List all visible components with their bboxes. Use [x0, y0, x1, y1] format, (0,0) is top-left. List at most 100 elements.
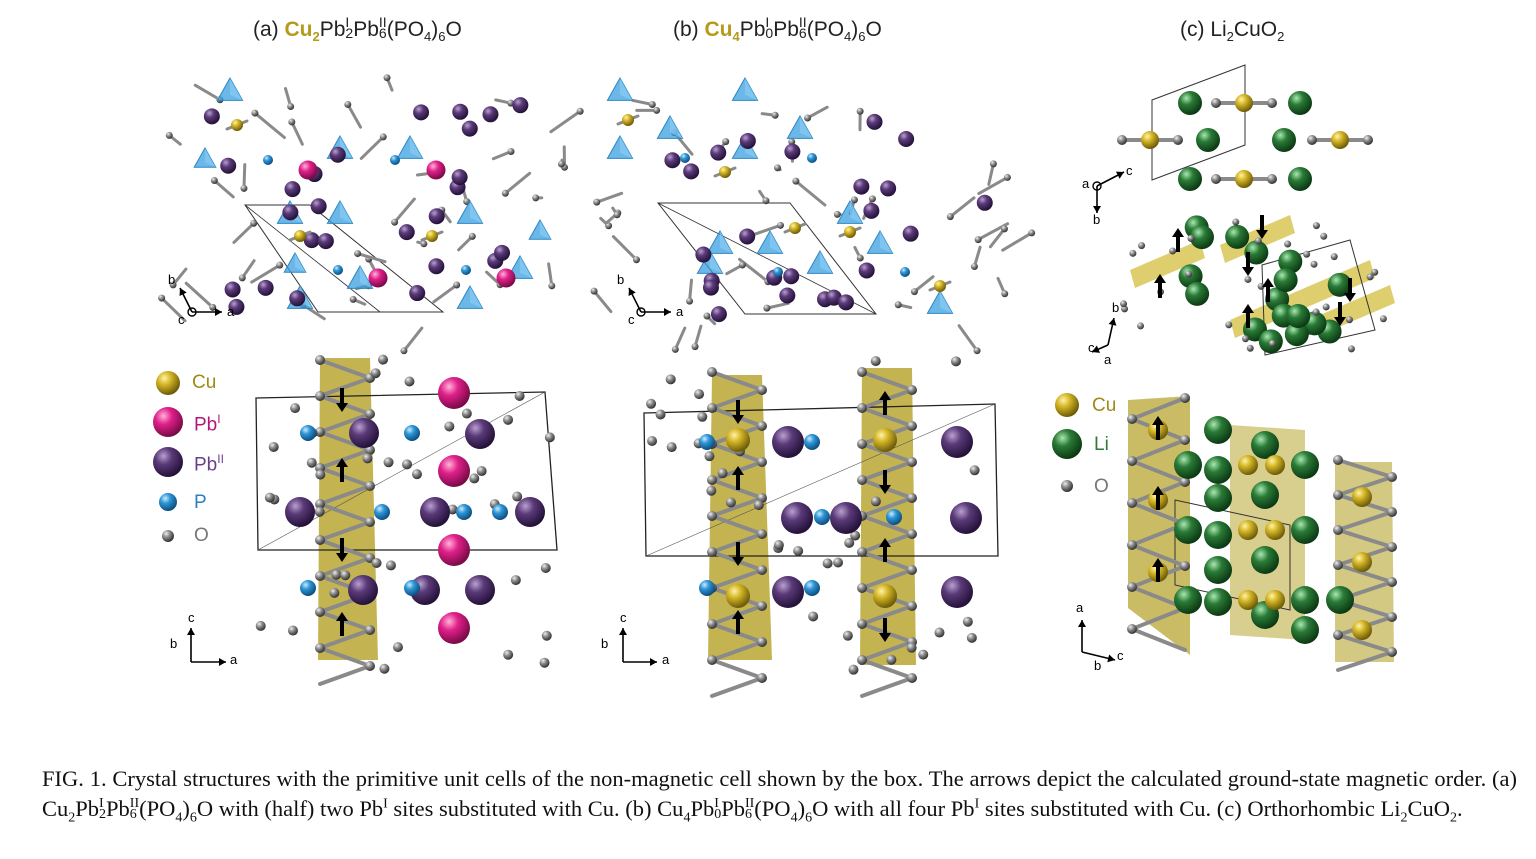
oxygen-atom — [1127, 582, 1137, 592]
unit-cell-edge — [645, 403, 996, 557]
po4-face — [470, 286, 483, 309]
bond — [1336, 528, 1394, 549]
oxygen-atom — [315, 607, 325, 617]
oxygen-atom — [857, 439, 867, 449]
oxygen-atom — [707, 547, 717, 557]
oxygen-atom — [1127, 414, 1137, 424]
axis-b-top-h: a — [676, 304, 684, 319]
pb2-atom — [515, 497, 545, 527]
bond — [710, 640, 764, 662]
p-atom — [374, 504, 390, 520]
oxygen-atom — [344, 100, 352, 108]
oxygen-atom — [613, 211, 621, 219]
oxygen-atom — [910, 288, 918, 296]
pb2-atom — [228, 298, 245, 315]
axis-b-top-o: c — [628, 312, 635, 327]
spin-up-arrow — [1152, 486, 1164, 495]
p-atom — [300, 580, 316, 596]
axis-a-top-v: b — [168, 272, 176, 287]
oxygen-atom — [907, 529, 917, 539]
legend-o-sphere — [1061, 480, 1073, 492]
bond — [977, 175, 1009, 196]
axis-origin — [187, 307, 197, 317]
oxygen-atom — [950, 356, 961, 367]
oxygen-atom — [857, 367, 867, 377]
oxygen-atom — [848, 664, 859, 675]
oxygen-atom — [788, 138, 796, 146]
oxygen-atom — [1241, 335, 1249, 343]
pb2-atom — [772, 426, 804, 458]
bond — [432, 283, 459, 304]
pb2-atom — [482, 106, 499, 123]
oxygen-atom — [1366, 273, 1374, 281]
bond — [318, 448, 372, 470]
oxygen-atom — [632, 256, 640, 264]
pb2-atom — [317, 233, 334, 250]
oxygen-atom — [707, 511, 717, 521]
bond — [1336, 563, 1394, 584]
bond — [1336, 475, 1394, 497]
bond — [346, 102, 363, 129]
pb1-atom — [438, 377, 470, 409]
oxygen-atom — [503, 414, 514, 425]
legend-label-pb1: PbI — [194, 412, 221, 436]
p-atom — [804, 580, 820, 596]
spin-up-arrow — [732, 466, 744, 475]
axis-arrowhead — [1107, 654, 1115, 663]
bond — [193, 83, 222, 102]
cu-atom — [1265, 455, 1285, 475]
oxygen-atom — [590, 287, 598, 295]
oxygen-atom — [1180, 477, 1190, 487]
cu-atom — [726, 428, 750, 452]
po4-face — [620, 136, 633, 159]
pb2-atom — [710, 306, 727, 323]
oxygen-atom — [362, 453, 373, 464]
oxygen-atom — [1138, 242, 1146, 250]
pb2-atom — [898, 130, 915, 147]
axis-b-bot-h: a — [662, 652, 670, 667]
p-atom — [886, 509, 902, 525]
oxygen-atom — [906, 642, 917, 653]
oxygen-atom — [411, 469, 422, 480]
cu-atom — [231, 119, 243, 131]
pb2-atom — [289, 290, 306, 307]
spin-down-arrow — [1344, 293, 1356, 302]
oxygen-atom — [694, 389, 705, 400]
oxygen-atom — [757, 673, 767, 683]
oxygen-atom — [1312, 222, 1320, 230]
po4-face — [745, 78, 758, 101]
bond — [710, 658, 764, 680]
bond — [318, 646, 372, 668]
pb2-atom — [461, 120, 478, 137]
oxygen-atom — [365, 409, 375, 419]
oxygen-atom — [1187, 234, 1195, 242]
oxygen-atom — [870, 356, 881, 367]
oxygen-atom — [907, 457, 917, 467]
oxygen-atom — [707, 655, 717, 665]
axis-arrowhead — [628, 288, 636, 297]
li-atom — [1291, 516, 1319, 544]
bond — [1130, 627, 1187, 652]
oxygen-atom — [420, 240, 428, 248]
bond — [1130, 438, 1187, 463]
bond — [359, 135, 385, 160]
oxygen-atom — [918, 649, 929, 660]
pb2-atom — [224, 281, 241, 298]
oxygen-atom — [1000, 225, 1008, 233]
pb2-atom — [664, 152, 681, 169]
bond — [794, 179, 827, 207]
p-atom — [814, 509, 830, 525]
spin-up-arrow — [1152, 558, 1164, 567]
oxygen-atom — [738, 261, 746, 269]
oxygen-atom — [962, 616, 973, 627]
figure-caption: FIG. 1. Crystal structures with the prim… — [42, 766, 1517, 826]
cu-atom — [1235, 170, 1253, 188]
po4-face — [205, 148, 216, 168]
oxygen-atom — [793, 545, 804, 556]
bond — [290, 120, 304, 146]
oxygen-atom — [540, 562, 551, 573]
axis-c-top-o: a — [1082, 176, 1090, 191]
cu-atom — [873, 428, 897, 452]
pb1-atom — [298, 160, 318, 180]
